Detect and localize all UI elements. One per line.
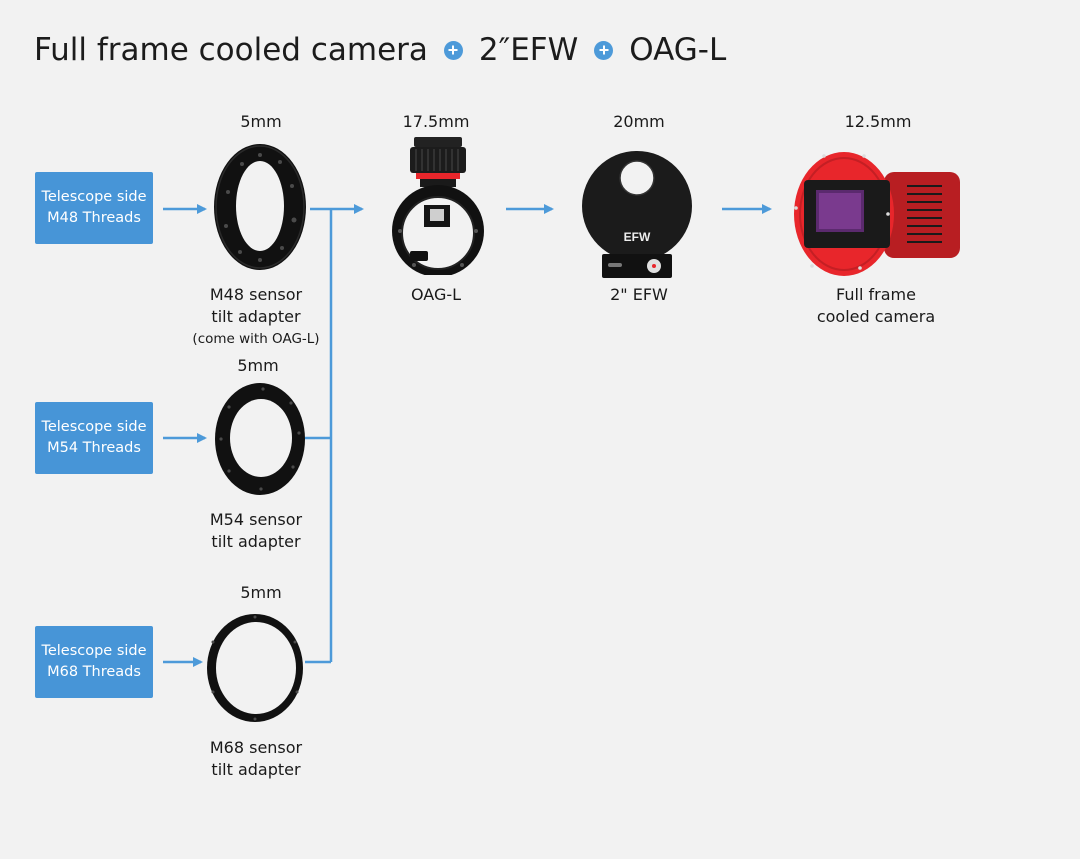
efw-label: 2" EFW xyxy=(610,284,668,306)
label-note: (come with OAG-L) xyxy=(192,331,320,347)
m68-adapter-image xyxy=(207,614,303,722)
title-oag: OAG-L xyxy=(629,32,727,68)
page-title: Full frame cooled camera 2″EFW OAG-L xyxy=(34,28,726,72)
side-label: Telescope side xyxy=(41,419,147,435)
label-line: OAG-L xyxy=(410,285,462,304)
thickness-camera: 12.5mm xyxy=(844,112,912,131)
thread-label: M54 Threads xyxy=(47,440,141,456)
telescope-side-m54: Telescope side M54 Threads xyxy=(35,402,153,474)
thread-label: M48 Threads xyxy=(47,210,141,226)
thickness-m48: 5mm xyxy=(240,112,282,131)
telescope-side-m68: Telescope side M68 Threads xyxy=(35,626,153,698)
label-line: tilt adapter xyxy=(211,307,301,326)
plus-circle-icon xyxy=(443,40,463,60)
label-line: tilt adapter xyxy=(211,760,301,779)
camera-image xyxy=(794,152,960,276)
efw-logo-text: EFW xyxy=(624,230,651,244)
thread-label: M68 Threads xyxy=(47,664,141,680)
label-line: M48 sensor xyxy=(209,285,303,304)
label-line: Full frame xyxy=(836,285,916,304)
thickness-efw: 20mm xyxy=(613,112,665,131)
oag-l-image xyxy=(392,137,484,275)
m48-adapter-image xyxy=(214,144,306,270)
camera-label: Full frame cooled camera xyxy=(817,284,935,328)
m54-adapter-label: M54 sensor tilt adapter xyxy=(210,509,302,553)
telescope-side-m48: Telescope side M48 Threads xyxy=(35,172,153,244)
side-label: Telescope side xyxy=(41,643,147,659)
oag-label: OAG-L xyxy=(411,284,461,306)
label-line: 2" EFW xyxy=(610,285,668,304)
label-line: M68 sensor xyxy=(209,738,303,757)
efw-image: EFW xyxy=(582,151,692,278)
thickness-m68: 5mm xyxy=(240,583,282,602)
title-camera: Full frame cooled camera xyxy=(34,32,428,68)
plus-circle-icon xyxy=(594,40,614,60)
m68-adapter-label: M68 sensor tilt adapter xyxy=(210,737,302,781)
label-line: tilt adapter xyxy=(211,532,301,551)
thickness-m54: 5mm xyxy=(237,356,279,375)
thickness-oag: 17.5mm xyxy=(402,112,470,131)
title-efw: 2″EFW xyxy=(478,32,579,68)
side-label: Telescope side xyxy=(41,189,147,205)
label-line: cooled camera xyxy=(816,307,936,326)
m54-adapter-image xyxy=(215,383,305,495)
m48-adapter-label: M48 sensor tilt adapter (come with OAG-L… xyxy=(192,284,319,350)
label-line: M54 sensor xyxy=(209,510,303,529)
